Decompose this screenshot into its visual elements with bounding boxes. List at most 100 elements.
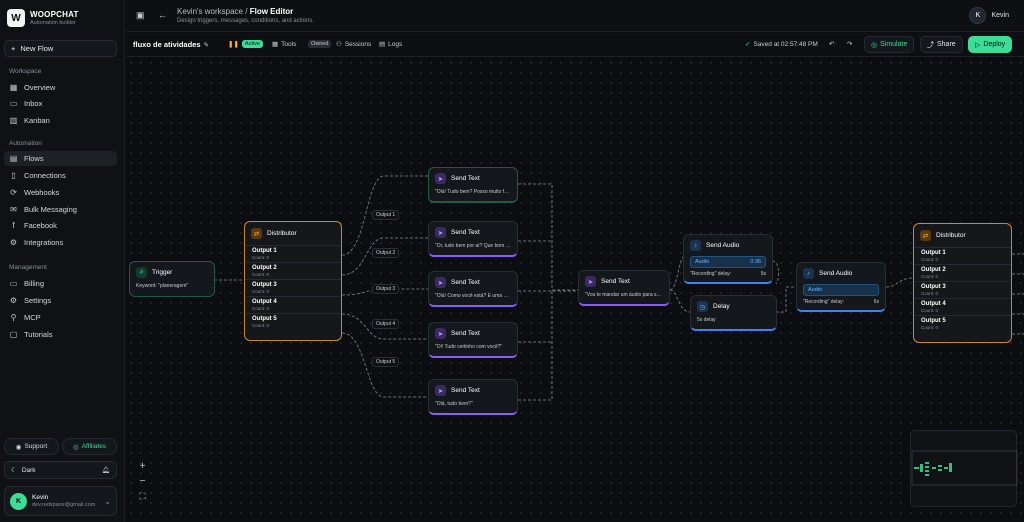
node-title: Send Text — [451, 279, 480, 286]
sidebar-item-webhooks[interactable]: ⟳Webhooks — [4, 185, 117, 200]
sidebar-item-integrations[interactable]: ⚙Integrations — [4, 235, 117, 250]
output-name: Output 2 — [252, 265, 277, 271]
new-flow-button[interactable]: + New Flow — [4, 40, 117, 57]
status-group[interactable]: ❚❚ Active — [228, 40, 263, 48]
sidebar-item-connections[interactable]: ▯Connections — [4, 168, 117, 183]
sidebar-item-label: Overview — [24, 83, 56, 92]
shuffle-icon: ⇄ — [920, 230, 931, 241]
fit-view-button[interactable]: ⛶ — [139, 490, 146, 501]
sidebar-toggle-icon[interactable]: ▣ — [136, 10, 145, 20]
back-arrow-icon[interactable]: ← — [158, 10, 167, 20]
user-menu[interactable]: K Kevin dev.redspace@gmail.com ⌄ — [4, 486, 117, 516]
edge-out1 — [341, 175, 428, 256]
mcp-icon: ⚲ — [10, 313, 17, 322]
sidebar-item-bulk-messaging[interactable]: ✉Bulk Messaging — [4, 202, 117, 217]
support-button[interactable]: ◉Support — [4, 438, 59, 455]
edge-out2 — [341, 237, 428, 276]
send-text-node-5[interactable]: ➤Send Text "Olá, tudo bem?" — [428, 379, 518, 415]
node-title: Send Text — [451, 387, 480, 394]
simulate-button[interactable]: ◎Simulate — [864, 36, 915, 53]
message-preview: "Olá! Como você está? É uma alegr... — [435, 293, 517, 299]
breadcrumb-workspace[interactable]: Kevin's workspace — [177, 7, 243, 16]
delay-value: 5s delay — [697, 317, 716, 323]
logs-label: Logs — [388, 40, 403, 48]
undo-icon[interactable]: ↶ — [829, 41, 835, 48]
edge-out4 — [341, 313, 428, 340]
share-button[interactable]: ⤴Share — [920, 36, 963, 53]
pencil-icon[interactable]: ✎ — [203, 41, 209, 49]
sidebar-item-mcp[interactable]: ⚲ MCP — [4, 310, 117, 325]
delay-node[interactable]: ◷Delay 5s delay — [690, 295, 777, 331]
message-preview: "Olá! Tudo bem? Posso muito falar em... — [435, 189, 517, 195]
sidebar-item-settings[interactable]: ⚙Settings — [4, 293, 117, 308]
flow-name[interactable]: fluxo de atividades — [133, 40, 201, 49]
send-audio-node-2[interactable]: ♪Send Audio Audio "Recording" delay:6s — [796, 262, 886, 312]
sidebar-item-inbox[interactable]: ▭Inbox — [4, 96, 117, 111]
output-count: Count: 0 — [252, 255, 270, 260]
send-text-node-2[interactable]: ➤Send Text "Oi, tudo bem por aí? Que bom… — [428, 221, 518, 257]
bell-icon[interactable]: 🔔︎ — [101, 467, 110, 474]
sidebar-item-flows[interactable]: ▤Flows — [4, 151, 117, 166]
brand[interactable]: W WOOPCHAT Automation builder — [7, 9, 79, 27]
sidebar-item-kanban[interactable]: ▥Kanban — [4, 113, 117, 128]
edge-label-output-4: Output 4 — [372, 319, 400, 329]
output-count: Count: 0 — [921, 257, 939, 262]
avatar: K — [10, 492, 27, 510]
output-count: Count: 0 — [921, 308, 939, 313]
send-text-node-6[interactable]: ➤Send Text "Vou te mandar um áudio para … — [578, 270, 670, 306]
send-icon: ➤ — [435, 277, 446, 288]
sidebar-item-label: Bulk Messaging — [24, 205, 77, 214]
section-workspace: Workspace — [9, 68, 42, 75]
sidebar-item-overview[interactable]: ▦Overview — [4, 80, 117, 95]
affiliates-button[interactable]: ◎Affiliates — [62, 438, 117, 455]
zoom-in-button[interactable]: + — [139, 460, 146, 472]
sidebar-item-tutorials[interactable]: ▢Tutorials — [4, 327, 117, 342]
kanban-icon: ▥ — [9, 116, 18, 125]
sidebar-item-label: Facebook — [24, 221, 57, 230]
output-count: Count: 0 — [921, 325, 939, 330]
edge-out5 — [341, 332, 428, 398]
sidebar-item-label: MCP — [24, 313, 41, 322]
flow-name-group[interactable]: fluxo de atividades ✎ — [133, 40, 209, 49]
zoom-out-button[interactable]: − — [139, 475, 146, 487]
header-user[interactable]: K Kevin — [969, 7, 1009, 24]
sidebar-item-billing[interactable]: ▭Billing — [4, 276, 117, 291]
trigger-node[interactable]: #Trigger Keyword: "planeragem" — [129, 261, 215, 297]
sessions-button[interactable]: ⚇Sessions — [336, 40, 371, 49]
pause-icon[interactable]: ❚❚ — [228, 41, 239, 48]
redo-icon[interactable]: ↷ — [847, 41, 853, 48]
theme-toggle[interactable]: ☾Dark 🔔︎ — [4, 461, 117, 479]
logs-button[interactable]: ▤Logs — [379, 40, 403, 49]
output-count: Count: 0 — [252, 306, 270, 311]
flow-canvas[interactable]: Output 1 Output 2 Output 3 Output 4 Outp… — [126, 58, 1024, 522]
sidebar-item-label: Webhooks — [24, 188, 60, 197]
moon-icon: ☾ — [11, 467, 17, 474]
new-flow-label: New Flow — [20, 44, 54, 53]
app-subtitle: Automation builder — [30, 20, 76, 26]
send-icon: ➤ — [585, 276, 596, 287]
logs-icon: ▤ — [379, 41, 386, 48]
sidebar-item-label: Integrations — [24, 238, 64, 247]
audio-attachment[interactable]: Audio — [803, 284, 879, 296]
send-text-node-4[interactable]: ➤Send Text "Oi! Tudo certinho com você?" — [428, 322, 518, 358]
send-text-node-3[interactable]: ➤ Send Text "Olá! Como você está? É uma a… — [428, 271, 518, 307]
send-text-node-1[interactable]: ➤Send Text "Olá! Tudo bem? Posso muito f… — [428, 167, 518, 203]
minimap[interactable] — [910, 430, 1018, 507]
tools-button[interactable]: ▦Tools — [272, 40, 296, 49]
deploy-button[interactable]: ▷Deploy — [968, 36, 1013, 53]
